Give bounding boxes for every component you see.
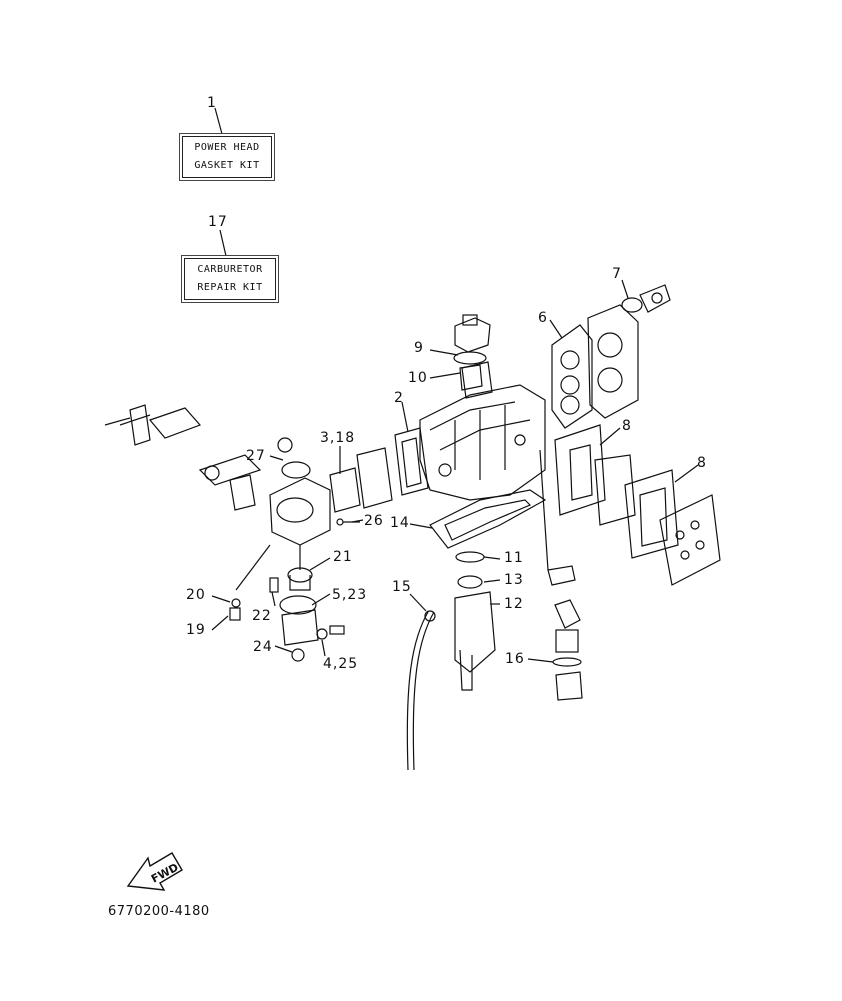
thermostat-cover (454, 314, 491, 353)
bolt-19 (229, 607, 241, 621)
callout-5-23: 5,23 (332, 587, 368, 603)
callout-13: 13 (504, 572, 524, 588)
filter-bracket (547, 565, 576, 586)
callout-16: 16 (505, 651, 525, 667)
kit-line-2: REPAIR KIT (197, 282, 263, 293)
washer-20 (231, 598, 241, 608)
diaphragm-5-23 (279, 595, 317, 615)
callout-15: 15 (392, 579, 412, 595)
kit-line-1: POWER HEAD (194, 142, 260, 153)
pin-22 (269, 577, 279, 593)
callout-21: 21 (333, 549, 353, 565)
reed-valve-plate (356, 447, 393, 509)
outer-exhaust-cover (659, 494, 721, 586)
callout-10: 10 (408, 370, 428, 386)
diagram-part-code: 6770200-4180 (108, 904, 210, 919)
kit-line-1: CARBURETOR (197, 264, 263, 275)
exhaust-gasket-6 (551, 324, 593, 429)
callout-24: 24 (253, 639, 273, 655)
callout-8b: 8 (697, 455, 707, 471)
callout-11: 11 (504, 550, 524, 566)
callout-26: 26 (364, 513, 384, 529)
oil-seal-11 (455, 551, 485, 563)
fwd-arrow-icon: FWD (126, 852, 183, 891)
callout-14: 14 (390, 515, 410, 531)
callout-2: 2 (394, 390, 404, 406)
oring-13 (457, 575, 483, 589)
oil-seal-housing-12 (454, 591, 496, 673)
callout-3-18: 3,18 (320, 430, 356, 446)
gasket-14 (429, 489, 547, 549)
callout-4-25: 4,25 (323, 656, 359, 672)
fuel-filter-16 (555, 629, 579, 653)
callout-8a: 8 (622, 418, 632, 434)
callout-27: 27 (246, 448, 266, 464)
reed-gasket-3-18 (329, 467, 361, 513)
callout-6: 6 (538, 310, 548, 326)
carburetor-assembly (104, 404, 331, 546)
kit-box-carburetor: CARBURETOR REPAIR KIT (184, 258, 276, 300)
kit-box-power-head: POWER HEAD GASKET KIT (182, 136, 272, 178)
callout-12: 12 (504, 596, 524, 612)
pump-cap-21 (287, 567, 313, 583)
screw-4-25 (316, 628, 328, 640)
anode-cover-7 (621, 284, 671, 313)
gasket-ring-9 (453, 351, 487, 365)
kit-line-2: GASKET KIT (194, 160, 260, 171)
bolt-26 (336, 518, 344, 526)
oring-16 (552, 657, 582, 667)
inner-cover (594, 454, 636, 526)
leader-line-17 (219, 229, 227, 257)
callout-7: 7 (612, 266, 622, 282)
screw-24 (291, 648, 305, 662)
callout-17: 17 (208, 214, 228, 230)
leader-line-1 (214, 107, 223, 135)
power-head-block (419, 361, 546, 501)
cylinder-head-cover (587, 304, 639, 419)
callout-22: 22 (252, 608, 272, 624)
callout-1: 1 (207, 95, 217, 111)
gasket-8a (554, 424, 606, 516)
gasket-8b (624, 469, 679, 559)
callout-19: 19 (186, 622, 206, 638)
callout-20: 20 (186, 587, 206, 603)
thermostat-10 (459, 364, 483, 391)
intake-gasket-2 (394, 427, 429, 496)
filter-cup (555, 671, 583, 701)
callout-9: 9 (414, 340, 424, 356)
pump-body (281, 609, 319, 646)
fuel-hose-15 (406, 611, 429, 771)
